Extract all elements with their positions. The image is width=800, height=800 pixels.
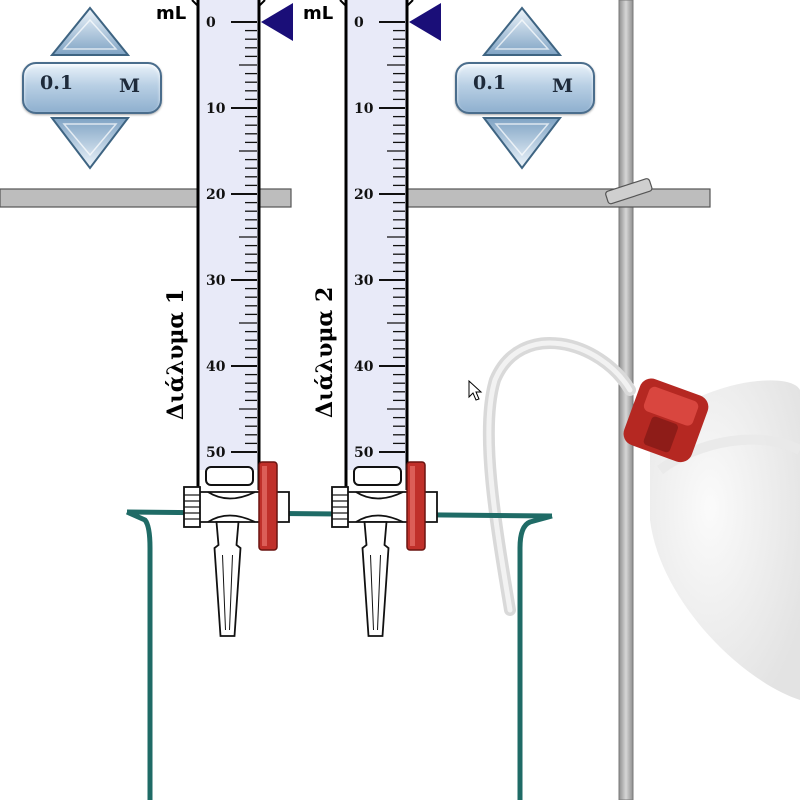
scale-label: 50 (206, 445, 226, 461)
stand-rod (618, 0, 634, 800)
burette-rim (339, 0, 414, 7)
stopcock-handle[interactable] (258, 461, 278, 551)
burette-liquid (198, 0, 259, 470)
concentration-unit-1: M (118, 75, 140, 97)
level-pointer[interactable] (261, 3, 293, 41)
wash-bottle-icon[interactable] (482, 337, 800, 700)
pointer-cursor-icon (468, 379, 483, 401)
arrow-down-icon[interactable] (49, 117, 131, 170)
concentration-display-2[interactable]: 0.1 M (455, 62, 595, 114)
scale-label: 0 (206, 15, 216, 31)
scale-label: 0 (354, 15, 364, 31)
tip-line (370, 554, 381, 631)
scale-label: 30 (206, 273, 226, 289)
stopcock-highlight (262, 466, 267, 546)
arrow-up-icon[interactable] (49, 6, 131, 56)
stopcock-body (353, 466, 402, 486)
scale-label: 10 (206, 101, 226, 117)
stopcock-handle[interactable] (406, 461, 426, 551)
scale-label: 20 (354, 187, 374, 203)
burette-2-solution-label: Διάλυμα 2 (312, 286, 338, 418)
concentration-unit-2: M (551, 75, 573, 97)
stopcock-body (205, 466, 254, 486)
scale-label: 30 (354, 273, 374, 289)
burette-1: 0 10 20 30 40 50 (183, 0, 293, 637)
stopcock-key (207, 491, 256, 523)
burette-1-solution-label: Διάλυμα 1 (163, 288, 189, 420)
level-pointer[interactable] (409, 3, 441, 41)
burette-rim (191, 0, 266, 7)
burette-tip (361, 521, 390, 637)
burette-2-unit-label: mL (303, 3, 334, 24)
burette-1-unit-label: mL (156, 3, 187, 24)
scale-label: 40 (206, 359, 226, 375)
scale-label: 20 (206, 187, 226, 203)
stopcock-highlight (410, 466, 415, 546)
tip-line (222, 554, 233, 631)
arrow-up-icon[interactable] (481, 6, 563, 56)
clamp-screw[interactable] (605, 178, 653, 205)
scale-label: 40 (354, 359, 374, 375)
burette-tip (213, 521, 242, 637)
scale-label: 50 (354, 445, 374, 461)
beaker (125, 509, 553, 800)
concentration-value-2: 0.1 (473, 72, 507, 94)
concentration-display-1[interactable]: 0.1 M (22, 62, 162, 114)
concentration-box (22, 62, 162, 114)
scale-label: 10 (354, 101, 374, 117)
burette-2: 0 10 20 30 40 50 (331, 0, 441, 637)
stopcock-key (355, 491, 404, 523)
concentration-value-1: 0.1 (40, 72, 74, 94)
arrow-down-icon[interactable] (481, 117, 563, 170)
burette-liquid (346, 0, 407, 470)
concentration-box (455, 62, 595, 114)
